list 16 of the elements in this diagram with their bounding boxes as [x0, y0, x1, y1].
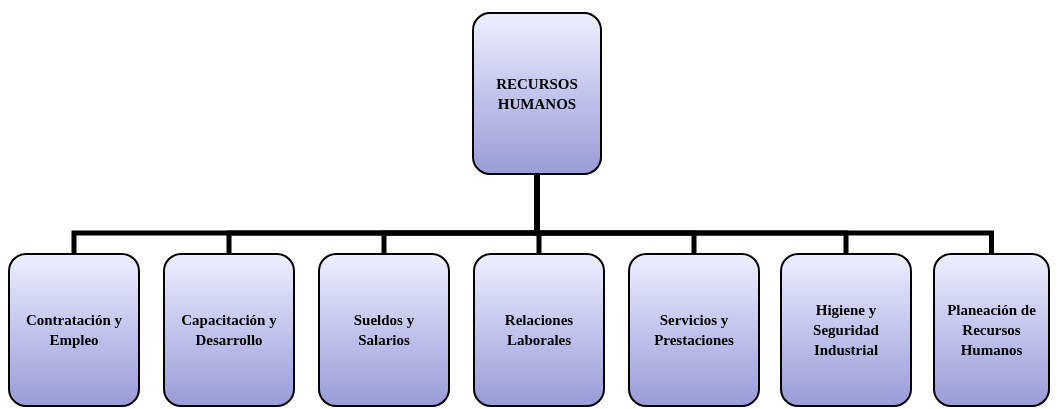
box-label: RECURSOS HUMANOS	[495, 74, 579, 114]
box-label: Sueldos y Salarios	[352, 311, 416, 350]
rounded-box	[472, 12, 602, 175]
rounded-box	[163, 253, 295, 407]
rounded-box	[628, 253, 760, 407]
box-label: Contratación y Empleo	[24, 311, 124, 350]
box-label: Servicios y Prestaciones	[653, 311, 735, 350]
rounded-box	[473, 253, 605, 407]
box-label: Relaciones Laborales	[503, 311, 575, 350]
rounded-box	[933, 253, 1050, 407]
rounded-box	[318, 253, 450, 407]
box-label: Higiene y Seguridad Industrial	[812, 301, 880, 360]
box-label: Planeación de Recursos Humanos	[946, 301, 1037, 360]
rounded-box	[8, 253, 140, 407]
box-label: Capacitación y Desarrollo	[180, 311, 278, 350]
rounded-box	[780, 253, 912, 407]
